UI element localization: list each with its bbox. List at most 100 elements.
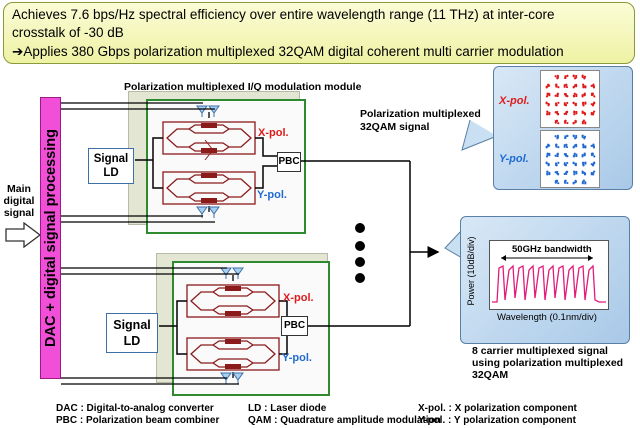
constellation-point-y bbox=[545, 155, 549, 158]
constellation-point-y bbox=[566, 134, 569, 137]
xpol-constellation bbox=[540, 70, 600, 128]
constellation-point-x bbox=[575, 112, 578, 115]
constellation-point-x bbox=[565, 112, 568, 116]
constellation-point-y bbox=[581, 171, 584, 174]
constellation-point-x bbox=[592, 85, 596, 88]
constellation-point-y bbox=[575, 153, 578, 156]
constellation-point-y bbox=[557, 182, 560, 185]
constellation-point-x bbox=[556, 110, 559, 114]
constellation-point-y bbox=[563, 172, 566, 176]
constellation-point-y bbox=[563, 181, 567, 184]
constellation-point-y bbox=[592, 143, 595, 146]
constellation-point-x bbox=[545, 85, 548, 88]
xpol-label-1: X-pol. bbox=[258, 127, 289, 139]
constellation-point-x bbox=[563, 102, 566, 105]
constellation-point-y bbox=[583, 152, 586, 155]
constellation-point-y bbox=[565, 143, 568, 146]
constellation-point-x bbox=[546, 112, 549, 115]
constellation-point-x bbox=[545, 95, 549, 98]
legend-ld: LD : Laser diode bbox=[248, 403, 327, 414]
constellation-point-x bbox=[554, 119, 557, 123]
constellation-point-x bbox=[583, 113, 587, 116]
constellation-point-y bbox=[584, 182, 587, 185]
headline-line-2: crosstalk of -30 dB bbox=[12, 25, 124, 40]
constellation-point-x bbox=[554, 121, 557, 124]
constellation-point-y bbox=[565, 145, 569, 149]
constellation-point-y bbox=[575, 136, 578, 139]
constellation-point-x bbox=[546, 93, 549, 96]
constellation-point-x bbox=[584, 86, 587, 89]
carrier-caption: 8 carrier multiplexed signal using polar… bbox=[472, 345, 624, 381]
constellation-point-x bbox=[566, 101, 569, 105]
constellation-point-y bbox=[557, 161, 560, 164]
constellation-point-x bbox=[582, 84, 585, 88]
constellation-point-x bbox=[554, 75, 557, 78]
constellation-point-x bbox=[556, 112, 560, 116]
constellation-point-x bbox=[564, 119, 567, 122]
constellation-point-x bbox=[556, 92, 559, 96]
constellation-point-x bbox=[584, 101, 587, 104]
spectrum-xlabel: Wavelength (0.1nm/div) bbox=[497, 312, 597, 323]
headline-line-1: Achieves 7.6 bps/Hz spectral efficiency … bbox=[12, 7, 555, 22]
constellation-point-x bbox=[554, 103, 558, 107]
constellation-point-x bbox=[581, 94, 584, 97]
constellation-point-x bbox=[572, 101, 575, 104]
constellation-point-y bbox=[554, 179, 557, 183]
constellation-point-x bbox=[590, 92, 594, 95]
pbc-1: PBC bbox=[277, 152, 301, 172]
constellation-point-x bbox=[581, 120, 584, 124]
constellation-point-x bbox=[548, 92, 551, 95]
constellation-point-y bbox=[583, 154, 586, 157]
ellipsis-dot-2 bbox=[355, 241, 365, 251]
constellation-point-y bbox=[556, 172, 560, 176]
constellation-point-x bbox=[593, 95, 596, 98]
constellation-point-x bbox=[572, 86, 575, 89]
legend-qam: QAM : Quadrature amplitude modulation bbox=[248, 415, 441, 426]
constellation-point-y bbox=[564, 135, 567, 138]
constellation-point-y bbox=[572, 182, 575, 185]
constellation-point-x bbox=[554, 94, 557, 97]
constellation-point-y bbox=[575, 172, 578, 175]
legend-ypol: Y-pol. : Y polarization component bbox=[418, 415, 576, 426]
constellation-point-y bbox=[565, 171, 568, 174]
constellation-point-y bbox=[564, 164, 568, 167]
arrow-icon: ➔ bbox=[12, 44, 24, 59]
constellation-point-x bbox=[575, 76, 578, 79]
constellation-ypol-label: Y-pol. bbox=[499, 153, 529, 165]
xpol-label-2: X-pol. bbox=[283, 292, 314, 304]
constellation-point-x bbox=[566, 74, 569, 77]
constellation-point-y bbox=[547, 143, 550, 146]
legend-xpol: X-pol. : X polarization component bbox=[418, 403, 577, 414]
constellation-point-y bbox=[584, 161, 587, 164]
legend-dac: DAC : Digital-to-analog converter bbox=[56, 403, 214, 414]
constellation-point-y bbox=[572, 134, 575, 137]
constellation-point-y bbox=[546, 172, 549, 175]
constellation-point-x bbox=[556, 74, 560, 78]
constellation-point-x bbox=[592, 83, 595, 86]
signal-ld-2: Signal LD bbox=[106, 313, 158, 353]
input-arrow-icon bbox=[5, 222, 42, 248]
constellation-point-x bbox=[583, 92, 586, 95]
constellation-point-y bbox=[555, 143, 558, 147]
constellation-point-x bbox=[582, 102, 585, 106]
constellation-point-y bbox=[575, 145, 578, 148]
constellation-point-y bbox=[564, 154, 567, 157]
constellation-point-y bbox=[556, 170, 559, 174]
constellation-point-y bbox=[581, 135, 584, 138]
ellipsis-dot-1 bbox=[355, 223, 365, 233]
constellation-point-y bbox=[545, 145, 548, 148]
constellation-point-y bbox=[564, 179, 567, 182]
constellation-point-x bbox=[557, 122, 560, 125]
main-signal-label: Main digital signal bbox=[3, 183, 35, 219]
constellation-point-y bbox=[556, 152, 559, 156]
constellation-point-x bbox=[573, 113, 576, 116]
constellation-point-y bbox=[572, 161, 575, 164]
constellation-point-y bbox=[563, 162, 566, 165]
constellation-point-y bbox=[590, 144, 593, 147]
constellation-point-x bbox=[564, 75, 567, 78]
dsp-block: DAC + digital signal processing bbox=[40, 97, 61, 379]
headline-line-3: ➔Applies 380 Gbps polarization multiplex… bbox=[12, 43, 626, 61]
constellation-point-x bbox=[572, 95, 576, 98]
constellation-point-x bbox=[546, 110, 549, 113]
constellation-point-y bbox=[573, 173, 576, 176]
